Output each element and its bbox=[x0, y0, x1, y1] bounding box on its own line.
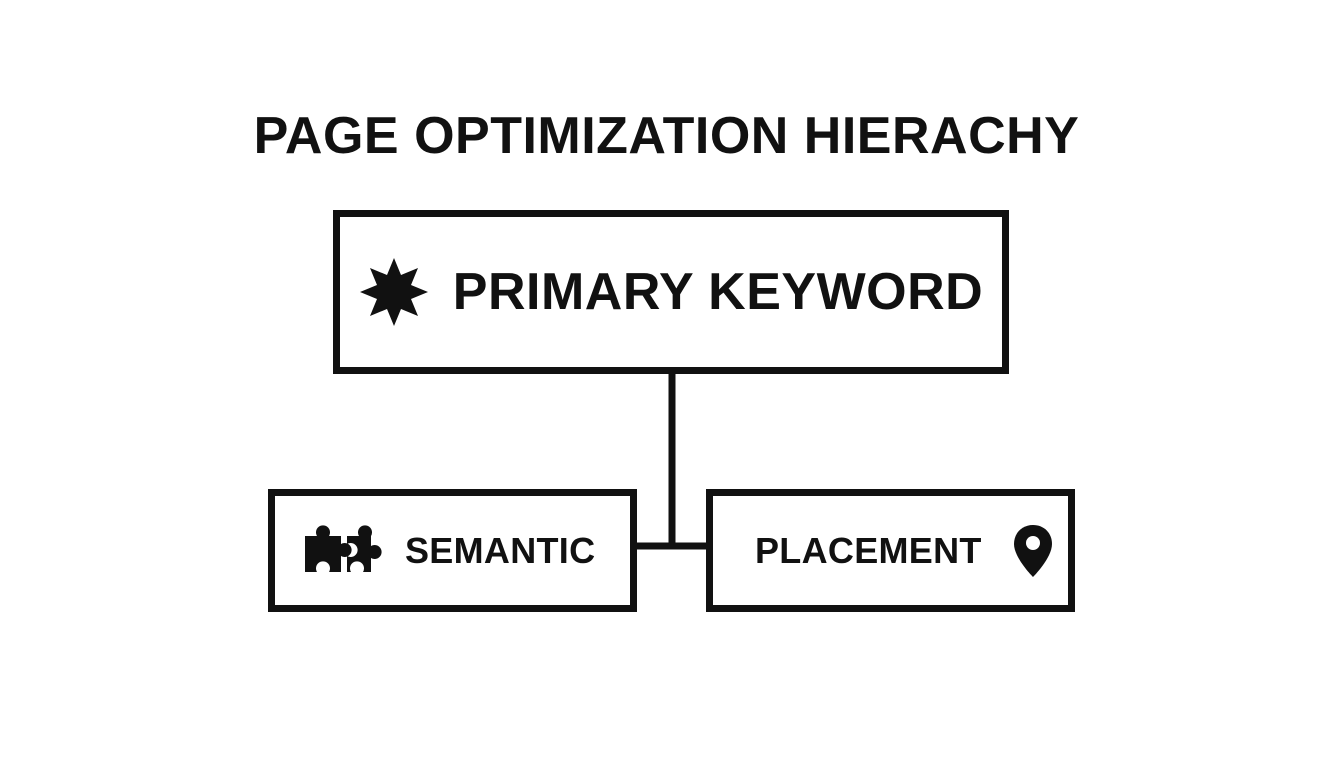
placement-node: PLACEMENT bbox=[706, 489, 1075, 612]
semantic-node: SEMANTIC bbox=[268, 489, 637, 612]
diagram-title: PAGE OPTIMIZATION HIERACHY bbox=[253, 107, 1080, 165]
map-pin-icon bbox=[1012, 523, 1054, 579]
placement-label: PLACEMENT bbox=[755, 529, 982, 571]
primary-keyword-node: PRIMARY KEYWORD bbox=[333, 210, 1009, 374]
semantic-label: SEMANTIC bbox=[405, 529, 596, 571]
puzzle-piece-icon bbox=[303, 522, 385, 580]
primary-keyword-label: PRIMARY KEYWORD bbox=[452, 263, 984, 321]
starburst-icon bbox=[359, 257, 429, 327]
